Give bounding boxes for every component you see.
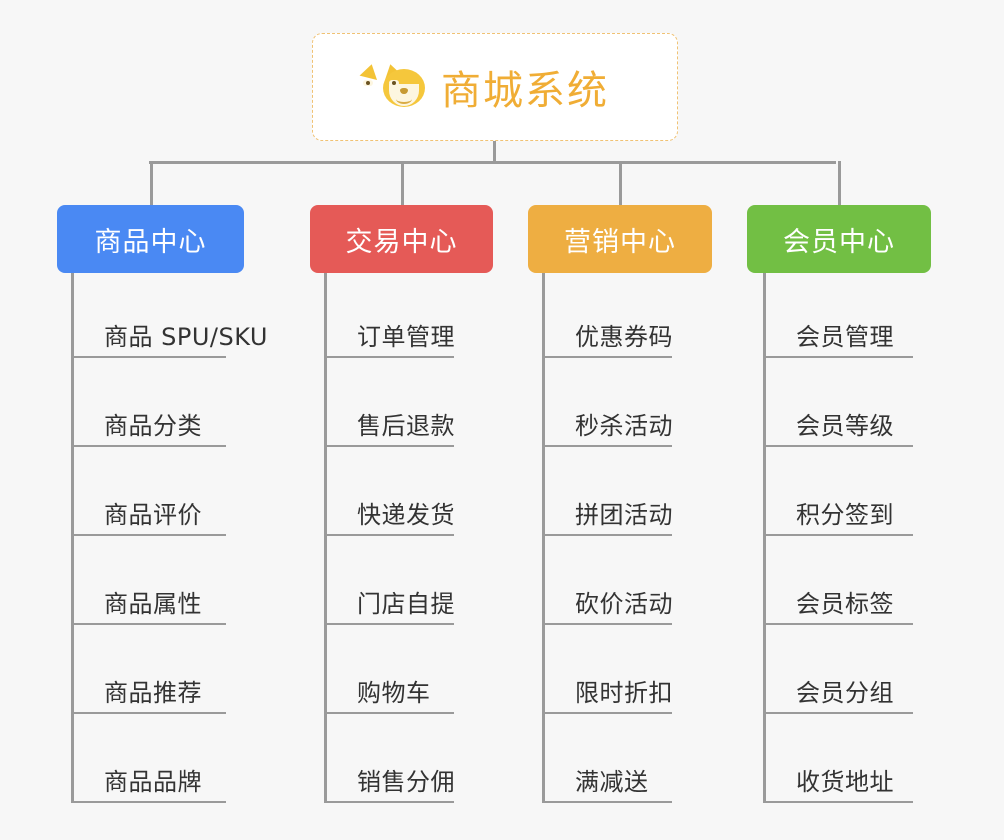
leaf-spine <box>324 273 327 803</box>
connector-horizontal-bus <box>149 161 836 164</box>
leaf-item-label: 门店自提 <box>357 590 455 618</box>
leaf-item[interactable]: 会员等级 <box>763 362 953 451</box>
leaf-item-label: 会员管理 <box>796 323 894 351</box>
leaf-item-label: 收货地址 <box>796 768 894 796</box>
leaf-item-label: 售后退款 <box>357 412 455 440</box>
leaf-item-underline <box>542 623 672 625</box>
leaf-column-4: 会员管理会员等级积分签到会员标签会员分组收货地址 <box>763 273 953 807</box>
leaf-item-label: 商品品牌 <box>104 768 202 796</box>
leaf-item[interactable]: 会员管理 <box>763 273 953 362</box>
leaf-item-underline <box>763 534 913 536</box>
leaf-spine <box>542 273 545 803</box>
leaf-item-underline <box>71 623 226 625</box>
leaf-item-label: 拼团活动 <box>575 501 673 529</box>
leaf-item[interactable]: 会员分组 <box>763 629 953 718</box>
leaf-item[interactable]: 商品评价 <box>71 451 266 540</box>
leaf-item-underline <box>542 445 672 447</box>
leaf-item-underline <box>542 534 672 536</box>
leaf-item-underline <box>324 534 454 536</box>
leaf-item-underline <box>71 534 226 536</box>
leaf-item[interactable]: 购物车 <box>324 629 494 718</box>
leaf-item-underline <box>542 712 672 714</box>
leaf-item[interactable]: 秒杀活动 <box>542 362 712 451</box>
leaf-item-label: 秒杀活动 <box>575 412 673 440</box>
leaf-item-underline <box>324 356 454 358</box>
leaf-item-underline <box>324 712 454 714</box>
leaf-item-label: 砍价活动 <box>575 590 673 618</box>
leaf-column-2: 订单管理售后退款快递发货门店自提购物车销售分佣 <box>324 273 494 807</box>
leaf-item[interactable]: 限时折扣 <box>542 629 712 718</box>
leaf-item-label: 商品分类 <box>104 412 202 440</box>
leaf-spine <box>71 273 74 803</box>
leaf-item-label: 订单管理 <box>357 323 455 351</box>
connector-drop-1 <box>150 161 153 207</box>
leaf-item-underline <box>542 801 672 803</box>
leaf-item[interactable]: 积分签到 <box>763 451 953 540</box>
connector-drop-4 <box>838 161 841 207</box>
connector-root-stem <box>493 141 496 163</box>
leaf-item-underline <box>324 801 454 803</box>
category-box-label: 交易中心 <box>345 226 458 258</box>
category-box-4[interactable]: 会员中心 <box>747 205 931 273</box>
category-box-label: 商品中心 <box>94 226 207 258</box>
connector-drop-2 <box>401 161 404 207</box>
leaf-item-label: 快递发货 <box>357 501 455 529</box>
leaf-item-label: 商品属性 <box>104 590 202 618</box>
leaf-item[interactable]: 优惠券码 <box>542 273 712 362</box>
leaf-item[interactable]: 商品分类 <box>71 362 266 451</box>
leaf-item-label: 商品推荐 <box>104 679 202 707</box>
category-box-3[interactable]: 营销中心 <box>528 205 712 273</box>
leaf-item-underline <box>71 801 226 803</box>
leaf-item-label: 会员等级 <box>796 412 894 440</box>
leaf-spine <box>763 273 766 803</box>
leaf-item[interactable]: 会员标签 <box>763 540 953 629</box>
root-node-title: 商城系统 <box>441 68 609 114</box>
leaf-column-1: 商品 SPU/SKU 商品分类商品评价商品属性商品推荐商品品牌 <box>71 273 268 807</box>
leaf-item-label: 商品评价 <box>104 501 202 529</box>
leaf-item-underline <box>71 356 226 358</box>
category-box-label: 会员中心 <box>783 226 895 258</box>
leaf-item-underline <box>763 712 913 714</box>
leaf-item-underline <box>324 623 454 625</box>
leaf-item[interactable]: 商品推荐 <box>71 629 266 718</box>
leaf-item-underline <box>542 356 672 358</box>
leaf-column-3: 优惠券码秒杀活动拼团活动砍价活动限时折扣满减送 <box>542 273 712 807</box>
leaf-item-label: 限时折扣 <box>575 679 673 707</box>
category-box-2[interactable]: 交易中心 <box>310 205 493 273</box>
connector-drop-3 <box>619 161 622 207</box>
leaf-item-label: 会员标签 <box>796 590 894 618</box>
leaf-item[interactable]: 售后退款 <box>324 362 494 451</box>
leaf-item[interactable]: 商品属性 <box>71 540 266 629</box>
leaf-item-label: 满减送 <box>575 768 649 796</box>
leaf-item-label: 优惠券码 <box>575 323 673 351</box>
leaf-item-underline <box>324 445 454 447</box>
leaf-item[interactable]: 销售分佣 <box>324 718 494 807</box>
leaf-item[interactable]: 砍价活动 <box>542 540 712 629</box>
category-box-1[interactable]: 商品中心 <box>57 205 244 273</box>
leaf-item[interactable]: 收货地址 <box>763 718 953 807</box>
leaf-item[interactable]: 订单管理 <box>324 273 494 362</box>
leaf-item-underline <box>71 445 226 447</box>
leaf-item-underline <box>763 356 913 358</box>
leaf-item-underline <box>763 445 913 447</box>
root-node-mall-system[interactable]: 商城系统 <box>312 33 678 141</box>
shiba-dog-icon <box>359 62 429 111</box>
leaf-item-label: 商品 SPU/SKU <box>104 323 268 351</box>
leaf-item-label: 销售分佣 <box>357 768 455 796</box>
leaf-item[interactable]: 商品 SPU/SKU <box>71 273 268 362</box>
leaf-item[interactable]: 商品品牌 <box>71 718 266 807</box>
leaf-item-label: 会员分组 <box>796 679 894 707</box>
leaf-item-underline <box>763 801 913 803</box>
leaf-item-label: 购物车 <box>357 679 431 707</box>
leaf-item-underline <box>763 623 913 625</box>
leaf-item[interactable]: 满减送 <box>542 718 712 807</box>
leaf-item[interactable]: 快递发货 <box>324 451 494 540</box>
leaf-item[interactable]: 门店自提 <box>324 540 494 629</box>
leaf-item-label: 积分签到 <box>796 501 894 529</box>
leaf-item-underline <box>71 712 226 714</box>
leaf-item[interactable]: 拼团活动 <box>542 451 712 540</box>
category-box-label: 营销中心 <box>564 226 676 258</box>
